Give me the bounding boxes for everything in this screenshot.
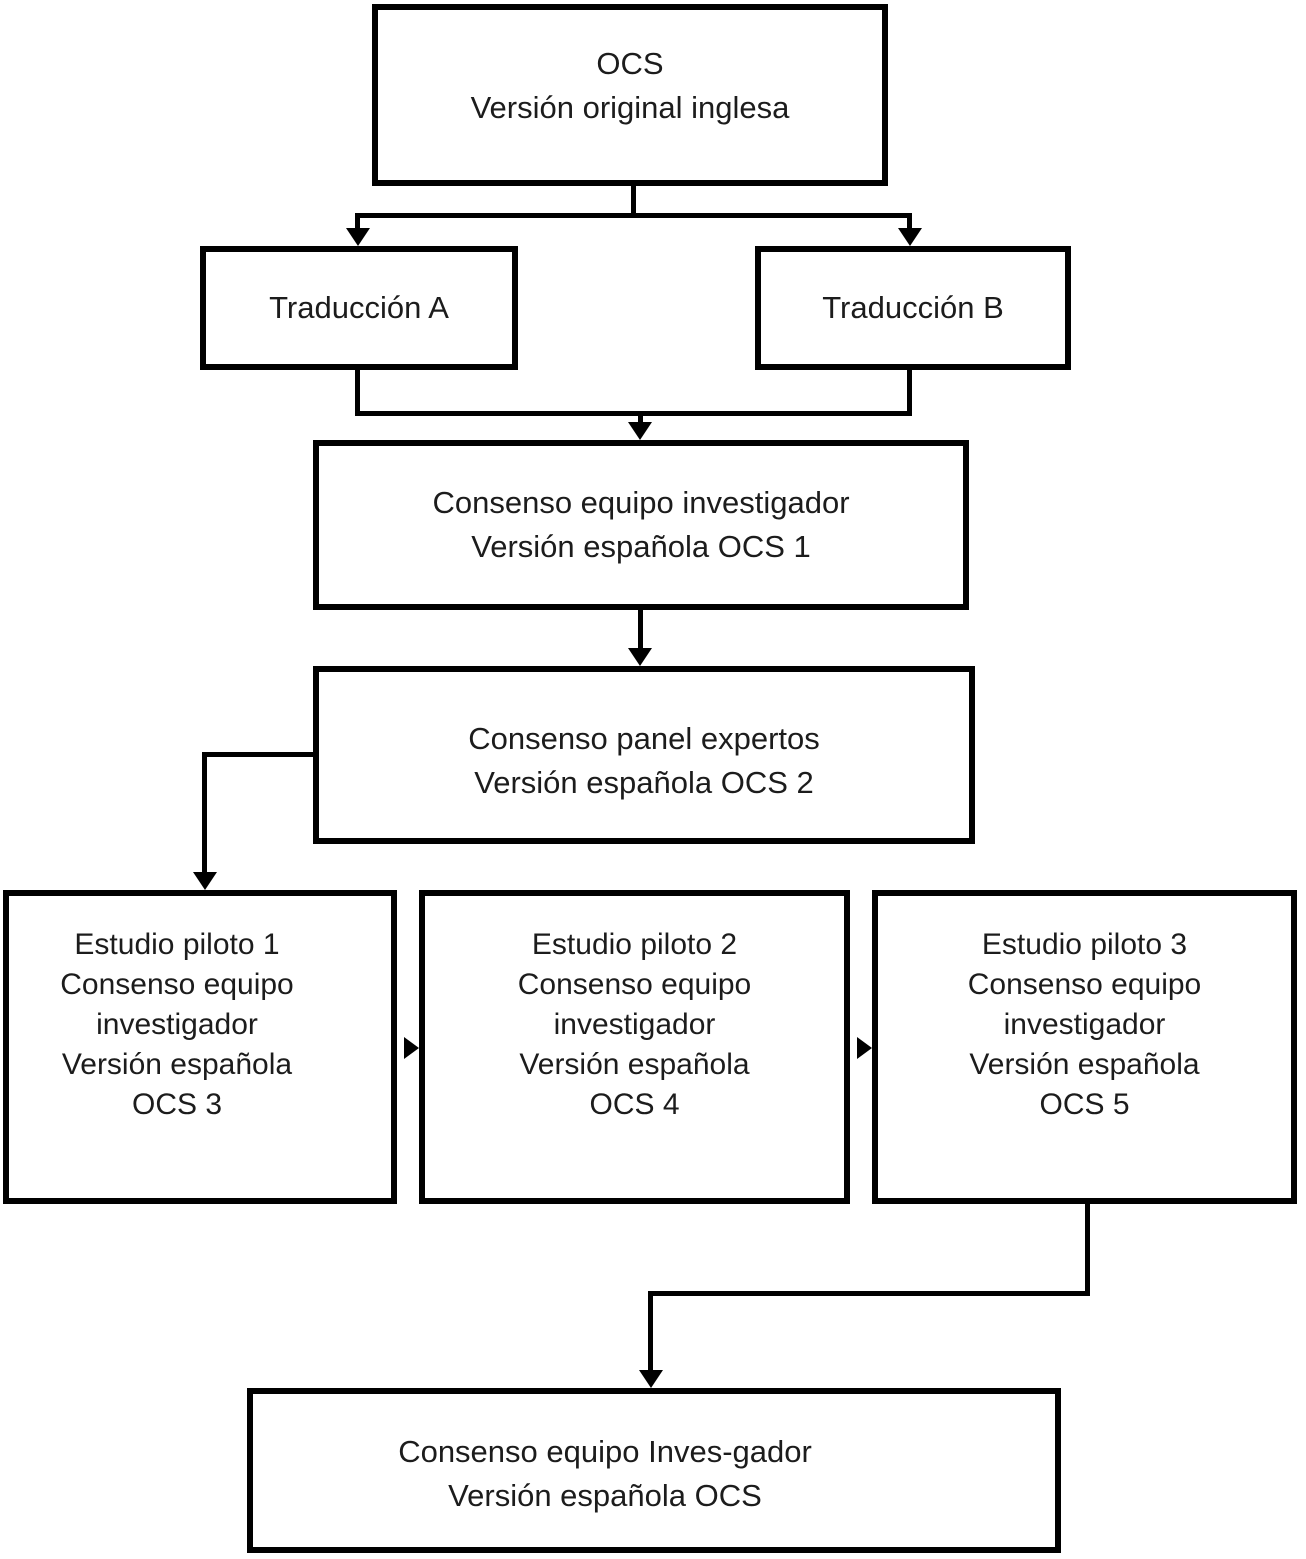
node-consenso-panel-expertos-ocs2: Consenso panel expertos Versión española…: [313, 666, 975, 844]
edge-final-down: [648, 1291, 653, 1372]
node-consenso1-line2: Versión española OCS 1: [471, 529, 811, 564]
node-ocs-line1: OCS: [596, 46, 664, 81]
node-pilot3-line1: Estudio piloto 3: [981, 928, 1188, 961]
edge-consenso1-stem: [638, 606, 643, 652]
node-pilot2-line2: Consenso equipo: [517, 968, 752, 1001]
node-pilot1-line2: Consenso equipo: [60, 968, 294, 1001]
node-estudio-piloto-1-ocs3: Estudio piloto 1 Consenso equipo investi…: [3, 890, 397, 1204]
node-pilot1-line1: Estudio piloto 1: [74, 928, 280, 961]
edge-trad-a-down: [355, 368, 360, 416]
node-estudio-piloto-2-ocs4: Estudio piloto 2 Consenso equipo investi…: [419, 890, 850, 1204]
node-pilot1-line5: OCS 3: [131, 1088, 223, 1121]
node-pilot3-line4: Versión española: [969, 1048, 1200, 1081]
node-pilot2-line1: Estudio piloto 2: [531, 928, 738, 961]
node-pilot3-line5: OCS 5: [1039, 1088, 1130, 1121]
node-ocs-line2: Versión original inglesa: [470, 90, 790, 125]
edge-ocs-split-bar: [355, 213, 912, 218]
edge-piloto3-down: [1085, 1201, 1090, 1296]
node-pilot1-line4: Versión española: [61, 1048, 293, 1081]
arrowhead-into-consenso1-icon: [628, 422, 652, 440]
arrowhead-into-traduccion-b-icon: [898, 228, 922, 246]
arrowhead-into-traduccion-a-icon: [346, 228, 370, 246]
node-traduccion-b-label: Traducción B: [822, 290, 1004, 325]
node-ocs-original: OCS Versión original inglesa: [372, 4, 888, 186]
arrowhead-piloto1-to-piloto2-icon: [404, 1037, 419, 1059]
node-pilot2-line3: investigador: [553, 1008, 716, 1041]
node-estudio-piloto-3-ocs5: Estudio piloto 3 Consenso equipo investi…: [872, 890, 1297, 1204]
node-consenso2-line1: Consenso panel expertos: [468, 721, 820, 756]
node-final-line2: Versión española OCS: [448, 1478, 762, 1513]
node-pilot3-line3: investigador: [1003, 1008, 1166, 1041]
edge-ocs-to-trad-b-stub: [907, 213, 912, 232]
edge-trad-b-down: [907, 368, 912, 416]
edge-ocs-to-trad-a-stub: [355, 213, 360, 232]
edge-consenso2-left-bar: [202, 752, 319, 757]
arrowhead-piloto2-to-piloto3-icon: [857, 1037, 872, 1059]
node-traduccion-a: Traducción A: [200, 246, 518, 370]
edge-merge-bar: [355, 411, 912, 416]
node-consenso-final-version-espanola: Consenso equipo Inves-gador Versión espa…: [247, 1388, 1061, 1553]
arrowhead-into-consenso2-icon: [628, 648, 652, 666]
edge-ocs-stem: [631, 182, 636, 218]
edge-consenso2-down: [202, 752, 207, 874]
arrowhead-into-final-icon: [639, 1370, 663, 1388]
node-traduccion-a-label: Traducción A: [269, 290, 449, 325]
node-pilot2-line4: Versión española: [519, 1048, 750, 1081]
node-final-line1: Consenso equipo Inves-gador: [398, 1434, 812, 1469]
arrowhead-into-piloto1-icon: [193, 872, 217, 890]
edge-merge-stub: [638, 411, 643, 424]
node-pilot2-line5: OCS 4: [589, 1088, 680, 1121]
node-traduccion-b: Traducción B: [755, 246, 1071, 370]
node-consenso1-line1: Consenso equipo investigador: [432, 485, 850, 520]
edge-final-bar: [648, 1291, 1090, 1296]
node-consenso-investigador-ocs1: Consenso equipo investigador Versión esp…: [313, 440, 969, 610]
node-pilot1-line3: investigador: [96, 1008, 258, 1041]
node-pilot3-line2: Consenso equipo: [967, 968, 1202, 1001]
node-consenso2-line2: Versión española OCS 2: [474, 765, 814, 800]
